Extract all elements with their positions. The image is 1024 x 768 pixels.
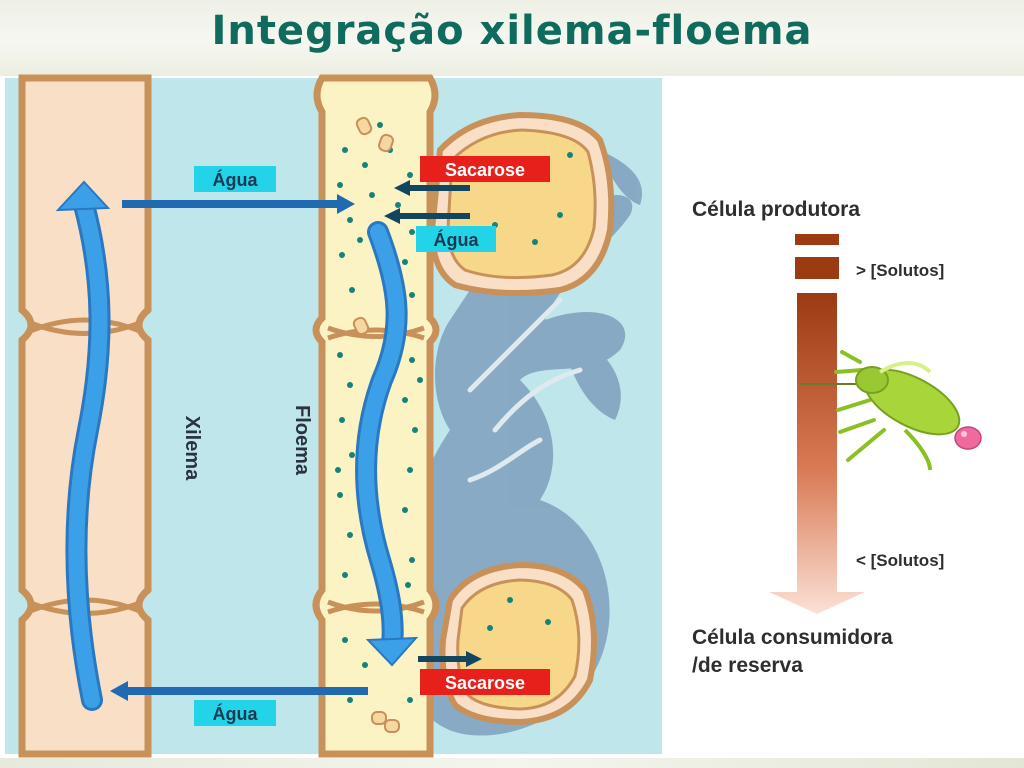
water-label-mid: Água (416, 226, 496, 252)
sucrose-label-bottom: Sacarose (420, 669, 550, 695)
solute-gradient-arrow (769, 293, 865, 614)
producer-cell-label: Célula produtora (692, 198, 860, 221)
gradient-bar-second (795, 257, 839, 279)
title-band (0, 0, 1024, 76)
water-loading-arrow (384, 208, 470, 224)
root-veins (467, 297, 583, 483)
water-label-bottom: Água (194, 700, 276, 726)
sink-cell (439, 561, 597, 726)
sucrose-particles (335, 122, 423, 703)
sucrose-loading-arrow (394, 180, 470, 196)
water-label-top: Água (194, 166, 276, 192)
sucrose-label-top-text: Sacarose (445, 160, 525, 180)
phloem-sap-flow-arrow (355, 221, 419, 667)
source-cell (428, 111, 615, 297)
plastids (352, 116, 400, 733)
consumer-cell-label-line2: /de reserva (692, 654, 803, 677)
sucrose-unloading-arrow (418, 651, 482, 667)
water-label-top-text: Água (213, 169, 259, 190)
low-solutes-label: < [Solutos] (856, 551, 944, 570)
aphid-illustration (800, 350, 982, 471)
high-solutes-label: > [Solutos] (856, 261, 944, 280)
sucrose-label-top: Sacarose (420, 156, 550, 182)
xylem-label: Xilema (181, 416, 203, 481)
consumer-cell-label: Célula consumidora (692, 626, 893, 649)
bottom-band (0, 758, 1024, 768)
water-return-arrow (110, 681, 368, 701)
water-to-phloem-arrow (122, 194, 355, 214)
page-title: Integração xilema-floema (211, 8, 813, 54)
water-label-bottom-text: Água (213, 703, 259, 724)
phloem-label: Floema (291, 405, 313, 476)
gradient-bar-top (795, 234, 839, 245)
sucrose-label-bottom-text: Sacarose (445, 673, 525, 693)
xylem-water-flow-arrow (55, 180, 111, 711)
water-label-mid-text: Água (434, 229, 480, 250)
